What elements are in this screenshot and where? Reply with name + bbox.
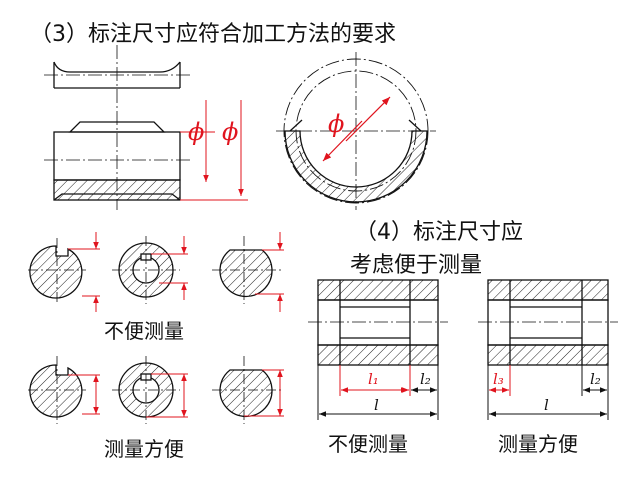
ring-diameter-dimension xyxy=(322,96,391,162)
keyway-dimension-1 xyxy=(68,232,100,312)
keyway-dimension-3 xyxy=(255,232,284,312)
keyway-dimension-2 xyxy=(151,236,188,300)
heading-4-line1: （4）标注尺寸应 xyxy=(355,220,523,245)
caption-inconvenient-measure-left: 不便测量 xyxy=(104,319,184,343)
caption-convenient-measure-left: 测量方便 xyxy=(104,437,184,461)
dim-l1: l₁ xyxy=(368,370,379,388)
caption-convenient-measure-right: 测量方便 xyxy=(498,432,578,456)
dim-l2-b: l₂ xyxy=(590,370,601,388)
dim-l3: l₃ xyxy=(493,370,504,388)
phi-label-2: ϕ xyxy=(222,118,238,146)
bushing-convenient-dims xyxy=(487,365,609,420)
shaft-top-view xyxy=(44,61,192,89)
bushing-inconvenient-dims xyxy=(317,365,439,420)
heading-4-line2: 考虑便于测量 xyxy=(350,253,483,278)
dim-l-b: l xyxy=(544,396,549,414)
keyway-section-3 xyxy=(212,236,282,304)
keyway-dimension-5 xyxy=(146,373,188,418)
bushing-convenient xyxy=(478,279,618,366)
keyway-section-5 xyxy=(112,356,180,424)
keyway-section-1 xyxy=(28,238,86,302)
dim-l-a: l xyxy=(374,396,379,414)
shaft-dimension-lines xyxy=(180,100,248,201)
keyway-section-4 xyxy=(28,356,86,424)
keyway-dimension-6 xyxy=(244,369,284,417)
dim-l2-a: l₂ xyxy=(420,370,431,388)
phi-label-1: ϕ xyxy=(188,118,204,146)
caption-inconvenient-measure-right: 不便测量 xyxy=(328,432,408,456)
keyway-dimension-4 xyxy=(68,374,100,415)
phi-label-3: ϕ xyxy=(328,110,344,138)
shaft-section-view xyxy=(44,45,192,210)
heading-3: （3）标注尺寸应符合加工方法的要求 xyxy=(30,22,396,47)
keyway-section-2 xyxy=(112,236,180,304)
keyway-section-6 xyxy=(212,356,282,424)
bushing-inconvenient xyxy=(308,279,448,366)
